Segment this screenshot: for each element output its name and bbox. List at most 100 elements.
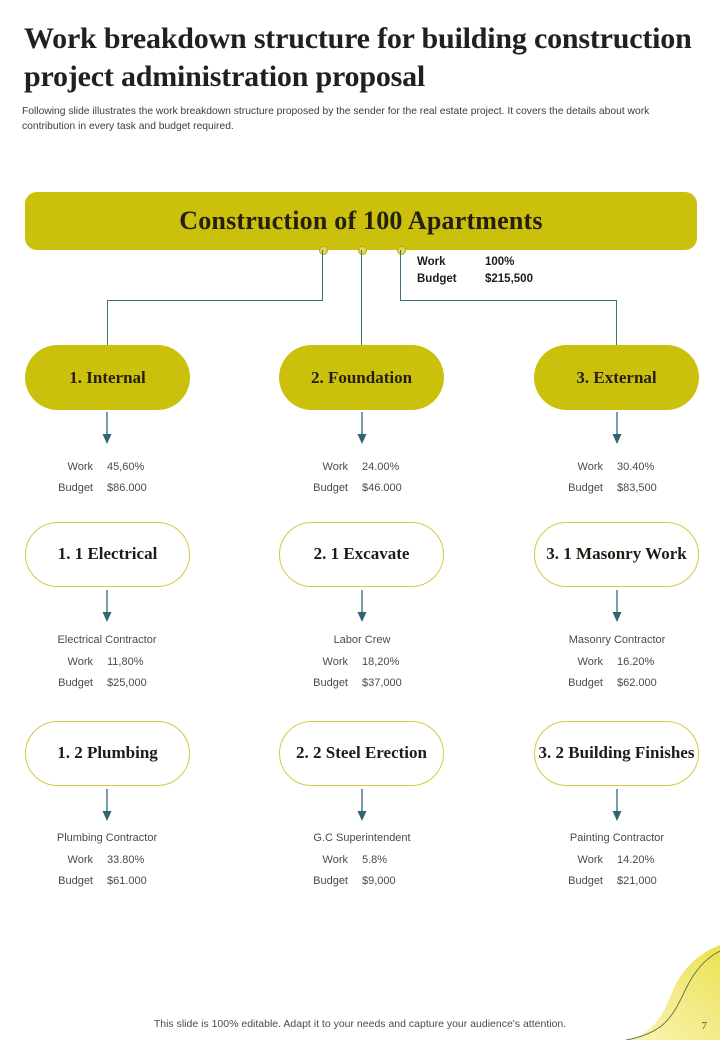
stat-owner: Plumbing Contractor	[56, 832, 158, 844]
stat-owner: G.C Superintendent	[313, 832, 411, 844]
corner-decoration	[620, 945, 720, 1040]
node-3-1-masonry-work-label: 3. 1 Masonry Work	[546, 544, 687, 564]
stat-work-value: 11,80%	[107, 656, 144, 668]
stat-row-budget: Budget $62.000	[517, 673, 717, 694]
stat-owner: Electrical Contractor	[57, 634, 157, 646]
arrow-down-icon	[612, 412, 622, 444]
stat-work-label: Work	[577, 854, 603, 866]
root-work-row: Work 100%	[401, 254, 615, 271]
stat-row-budget: Budget $61.000	[7, 871, 207, 892]
node-1-1-electrical-label: 1. 1 Electrical	[57, 544, 158, 564]
stat-budget-label: Budget	[58, 481, 93, 494]
stat-budget-label: Budget	[58, 676, 93, 689]
node-2-1-excavate-label: 2. 1 Excavate	[313, 544, 410, 564]
arrow-down-icon	[102, 590, 112, 622]
stat-budget-label: Budget	[313, 481, 348, 494]
stat-row-budget: Budget $25,000	[7, 673, 207, 694]
root-budget-label: Budget	[417, 272, 457, 285]
stat-work-value: 33.80%	[107, 854, 145, 866]
stat-budget-value: $61.000	[107, 874, 147, 887]
stat-work-value: 14.20%	[617, 854, 655, 866]
stats-2-foundation: Work 24.00% Budget $46.000	[262, 457, 462, 499]
stat-budget-label: Budget	[568, 676, 603, 689]
node-3-external-label: 3. External	[576, 367, 657, 387]
stat-row-budget: Budget $83,500	[517, 478, 717, 499]
stat-work-label: Work	[322, 854, 348, 866]
stat-row-work: Work 30.40%	[517, 457, 717, 478]
page-title: Work breakdown structure for building co…	[24, 22, 692, 93]
node-2-2-steel-erection-label: 2. 2 Steel Erection	[296, 743, 427, 763]
node-2-2-steel-erection[interactable]: 2. 2 Steel Erection	[279, 721, 444, 786]
stat-row-work: Work 5.8%	[262, 850, 462, 871]
stat-work-value: 30.40%	[617, 461, 655, 473]
stat-work-label: Work	[67, 461, 93, 473]
stat-work-label: Work	[67, 854, 93, 866]
stats-3-1-masonry-work: Masonry Contractor Work 16.20% Budget $6…	[517, 634, 717, 694]
stat-row-budget: Budget $9,000	[262, 871, 462, 892]
stat-row-work: Work 14.20%	[517, 850, 717, 871]
stat-budget-label: Budget	[568, 481, 603, 494]
node-2-1-excavate[interactable]: 2. 1 Excavate	[279, 522, 444, 587]
footer-note: This slide is 100% editable. Adapt it to…	[153, 1018, 567, 1030]
arrow-down-icon	[102, 789, 112, 821]
stats-1-1-electrical: Electrical Contractor Work 11,80% Budget…	[7, 634, 207, 694]
stat-budget-value: $62.000	[617, 676, 657, 689]
leg-col3	[616, 300, 618, 345]
node-3-2-building-finishes-label: 3. 2 Building Finishes	[538, 743, 695, 763]
stat-work-label: Work	[577, 461, 603, 473]
node-1-internal-label: 1. Internal	[69, 367, 146, 387]
connector-dot-center	[358, 246, 367, 255]
stat-work-label: Work	[577, 656, 603, 668]
stat-row-work: Work 16.20%	[517, 652, 717, 673]
stat-budget-value: $46.000	[362, 481, 402, 494]
stat-row-work: Work 33.80%	[7, 850, 207, 871]
arrow-down-icon	[102, 412, 112, 444]
stats-2-2-steel-erection: G.C Superintendent Work 5.8% Budget $9,0…	[262, 832, 462, 892]
arrow-down-icon	[612, 590, 622, 622]
stats-3-2-building-finishes: Painting Contractor Work 14.20% Budget $…	[517, 832, 717, 892]
stat-budget-value: $21,000	[617, 874, 657, 887]
root-budget-row: Budget $215,500	[401, 271, 615, 288]
root-drop-left	[322, 250, 324, 300]
root-stats: Work 100% Budget $215,500	[400, 254, 615, 298]
stats-3-external: Work 30.40% Budget $83,500	[517, 457, 717, 499]
stats-1-2-plumbing: Plumbing Contractor Work 33.80% Budget $…	[7, 832, 207, 892]
node-1-1-electrical[interactable]: 1. 1 Electrical	[25, 522, 190, 587]
node-3-external[interactable]: 3. External	[534, 345, 699, 410]
arrow-down-icon	[612, 789, 622, 821]
stat-budget-value: $37,000	[362, 676, 402, 689]
page-subtitle: Following slide illustrates the work bre…	[22, 106, 650, 132]
node-3-2-building-finishes[interactable]: 3. 2 Building Finishes	[534, 721, 699, 786]
stat-budget-value: $86.000	[107, 481, 147, 494]
stat-budget-label: Budget	[58, 874, 93, 887]
node-3-1-masonry-work[interactable]: 3. 1 Masonry Work	[534, 522, 699, 587]
stat-budget-label: Budget	[568, 874, 603, 887]
node-1-internal[interactable]: 1. Internal	[25, 345, 190, 410]
root-budget-value: $215,500	[485, 272, 533, 285]
bus-right	[400, 300, 617, 302]
arrow-down-icon	[357, 590, 367, 622]
stat-row-work: Work 45,60%	[7, 457, 207, 478]
stat-work-value: 18,20%	[362, 656, 400, 668]
stat-row-work: Work 18,20%	[262, 652, 462, 673]
root-node[interactable]: Construction of 100 Apartments	[25, 192, 697, 250]
stat-budget-label: Budget	[313, 874, 348, 887]
root-work-value: 100%	[485, 256, 515, 268]
stat-budget-value: $9,000	[362, 874, 396, 887]
root-work-label: Work	[417, 256, 446, 268]
stat-owner: Painting Contractor	[569, 832, 665, 844]
stat-work-value: 5.8%	[362, 854, 388, 866]
arrow-down-icon	[357, 412, 367, 444]
stats-2-1-excavate: Labor Crew Work 18,20% Budget $37,000	[262, 634, 462, 694]
node-2-foundation[interactable]: 2. Foundation	[279, 345, 444, 410]
node-1-2-plumbing-label: 1. 2 Plumbing	[57, 743, 158, 763]
stat-owner: Masonry Contractor	[568, 634, 666, 646]
root-drop-center	[361, 250, 363, 345]
stat-row-work: Work 11,80%	[7, 652, 207, 673]
bus-left	[107, 300, 323, 302]
stat-work-label: Work	[322, 461, 348, 473]
stat-row-budget: Budget $86.000	[7, 478, 207, 499]
node-1-2-plumbing[interactable]: 1. 2 Plumbing	[25, 721, 190, 786]
stat-owner: Labor Crew	[333, 634, 391, 646]
